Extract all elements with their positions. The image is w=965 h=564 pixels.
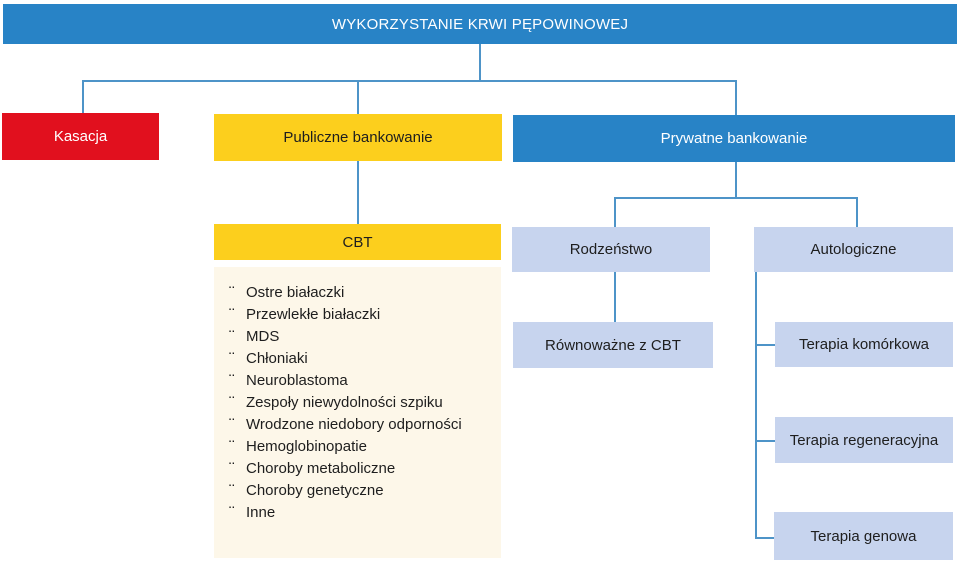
list-item: ¨ Inne (229, 502, 491, 524)
connector-line (735, 80, 737, 116)
list-item: ¨ Hemoglobinopatie (229, 436, 491, 458)
bullet-icon: ¨ (229, 393, 235, 412)
list-item-label: Choroby genetyczne (246, 482, 384, 499)
list-item-label: Inne (246, 504, 276, 521)
bullet-icon: ¨ (229, 283, 235, 302)
connector-line (82, 80, 84, 114)
connector-line (82, 80, 736, 82)
autologiczne-label: Autologiczne (810, 241, 897, 258)
terapia-komorkowa-label: Terapia komórkowa (798, 336, 930, 353)
bullet-icon: ¨ (229, 481, 235, 500)
connector-line (755, 344, 776, 346)
connector-line (755, 440, 776, 442)
node-terapia-genowa: Terapia genowa (774, 512, 953, 560)
list-item: ¨ Zespoły niewydolności szpiku (229, 392, 491, 414)
list-item-label: Wrodzone niedobory odporności (246, 416, 462, 433)
root-title-label: WYKORZYSTANIE KRWI PĘPOWINOWEJ (331, 15, 629, 33)
list-item: ¨ Ostre białaczki (229, 282, 491, 304)
bullet-icon: ¨ (229, 437, 235, 456)
bullet-icon: ¨ (229, 349, 235, 368)
node-root-title: WYKORZYSTANIE KRWI PĘPOWINOWEJ (3, 4, 957, 44)
connector-line (614, 272, 616, 323)
bullet-icon: ¨ (229, 327, 235, 346)
prywatne-label: Prywatne bankowanie (660, 130, 808, 147)
terapia-regeneracyjna-label: Terapia regeneracyjna (789, 431, 939, 449)
list-item: ¨ Neuroblastoma (229, 370, 491, 392)
cbt-indications-panel: ¨ Ostre białaczki ¨ Przewlekłe białaczki… (214, 267, 501, 558)
rodzenstwo-label: Rodzeństwo (569, 241, 653, 258)
node-rownowazne-z-cbt: Równoważne z CBT (513, 322, 713, 368)
bullet-icon: ¨ (229, 415, 235, 434)
connector-line (357, 80, 359, 115)
publiczne-label: Publiczne bankowanie (283, 129, 433, 146)
list-item-label: Neuroblastoma (246, 372, 348, 389)
cbt-label: CBT (342, 233, 373, 251)
connector-line (357, 161, 359, 225)
connector-line (614, 197, 616, 228)
kasacja-label: Kasacja (53, 128, 108, 145)
bullet-icon: ¨ (229, 305, 235, 324)
connector-line (735, 162, 737, 198)
node-kasacja: Kasacja (2, 113, 159, 160)
node-cbt: CBT (214, 224, 501, 260)
terapia-genowa-label: Terapia genowa (810, 527, 917, 545)
list-item-label: Choroby metaboliczne (246, 460, 396, 477)
bullet-icon: ¨ (229, 459, 235, 478)
rownowazne-label: Równoważne z CBT (545, 336, 681, 354)
list-item-label: Chłoniaki (246, 350, 308, 367)
list-item: ¨ Przewlekłe białaczki (229, 304, 491, 326)
list-item-label: Przewlekłe białaczki (246, 306, 381, 323)
bullet-icon: ¨ (229, 371, 235, 390)
list-item-label: MDS (246, 328, 280, 345)
connector-line (755, 537, 775, 539)
connector-line (856, 197, 858, 228)
list-item-label: Hemoglobinopatie (246, 438, 367, 455)
list-item: ¨ Choroby metaboliczne (229, 458, 491, 480)
node-prywatne-bankowanie: Prywatne bankowanie (513, 115, 955, 162)
list-item: ¨ MDS (229, 326, 491, 348)
list-item: ¨ Chłoniaki (229, 348, 491, 370)
node-terapia-komorkowa: Terapia komórkowa (775, 322, 953, 367)
list-item-label: Ostre białaczki (246, 284, 345, 301)
list-item: ¨ Wrodzone niedobory odporności (229, 414, 491, 436)
list-item: ¨ Choroby genetyczne (229, 480, 491, 502)
bullet-icon: ¨ (229, 503, 235, 522)
node-autologiczne: Autologiczne (754, 227, 953, 272)
connector-line (755, 272, 757, 538)
connector-line (614, 197, 857, 199)
node-rodzenstwo: Rodzeństwo (512, 227, 710, 272)
list-item-label: Zespoły niewydolności szpiku (246, 394, 443, 411)
node-terapia-regeneracyjna: Terapia regeneracyjna (775, 417, 953, 463)
node-publiczne-bankowanie: Publiczne bankowanie (214, 114, 502, 161)
connector-line (479, 44, 481, 81)
